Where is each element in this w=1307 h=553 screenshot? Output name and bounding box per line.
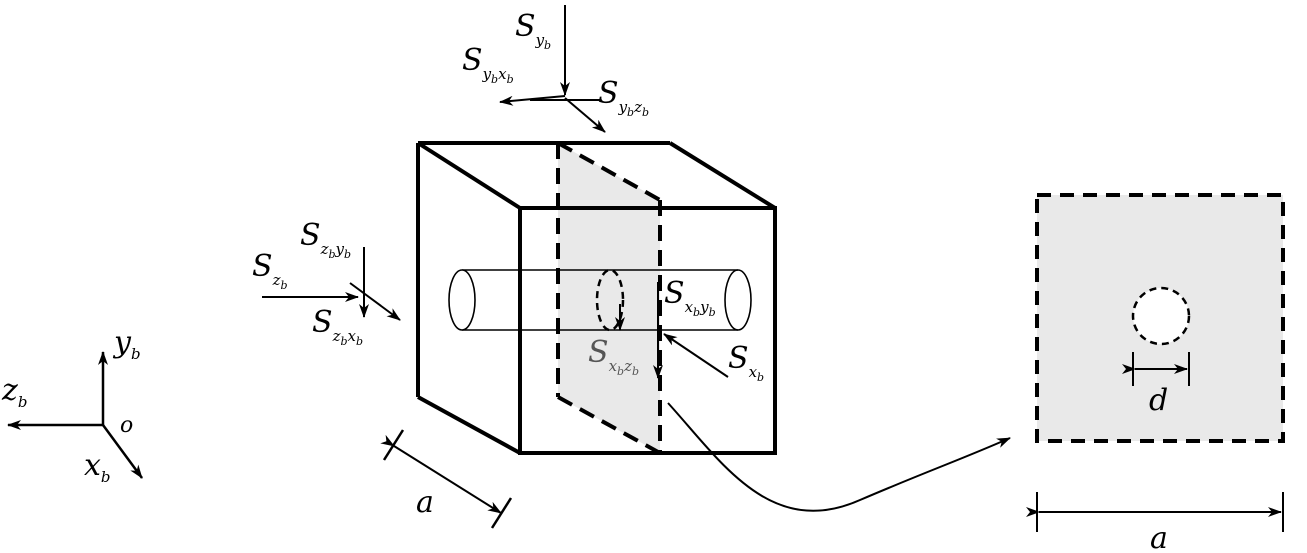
section-plane-outline [556, 141, 662, 455]
s-zb-label: Szb [252, 249, 288, 292]
coordinate-system: yb zb xb o [1, 325, 144, 486]
cylinder-hole [448, 269, 752, 331]
origin-label: o [120, 413, 133, 438]
cube-edges [416, 141, 777, 455]
cube-dimension: a [380, 429, 513, 529]
section-pointer-arrow [667, 402, 1011, 512]
s-ybxb-label: Sybxb [462, 43, 514, 86]
z-axis-label: zb [1, 373, 27, 411]
cube-side-label: a [416, 485, 434, 520]
s-xbyb-label: Sxbyb [664, 276, 716, 319]
front-face-stresses: Sxbyb Sxbzb Sxb [588, 276, 764, 384]
cube [416, 141, 777, 455]
s-zbxb-arrow [349, 282, 401, 321]
x-axis-arrow [101, 424, 144, 479]
hole-diameter-label: d [1149, 383, 1168, 418]
cross-section-hole [1131, 286, 1191, 346]
y-axis-label: yb [112, 325, 141, 363]
s-zbxb-label: Szbxb [312, 305, 363, 348]
s-zbyb-label: Szbyb [300, 218, 351, 261]
top-face-stresses: Syb Sybxb Sybzb [462, 5, 649, 133]
section-side-label: a [1150, 521, 1168, 553]
s-yb-label: Syb [515, 9, 551, 52]
section-plane [558, 143, 660, 453]
s-xbzb-label: Sxbzb [588, 335, 639, 378]
s-xb-arrow [663, 333, 729, 378]
s-ybzb-label: Sybzb [598, 76, 649, 119]
s-xb-label: Sxb [728, 341, 764, 384]
x-axis-label: xb [84, 448, 111, 486]
side-face-stresses: Szbyb Szb Szbxb [252, 218, 401, 348]
cross-section-view: d a [1026, 193, 1285, 553]
s-ybzb-arrow [564, 97, 606, 133]
hidden-hole-circle [595, 268, 625, 332]
